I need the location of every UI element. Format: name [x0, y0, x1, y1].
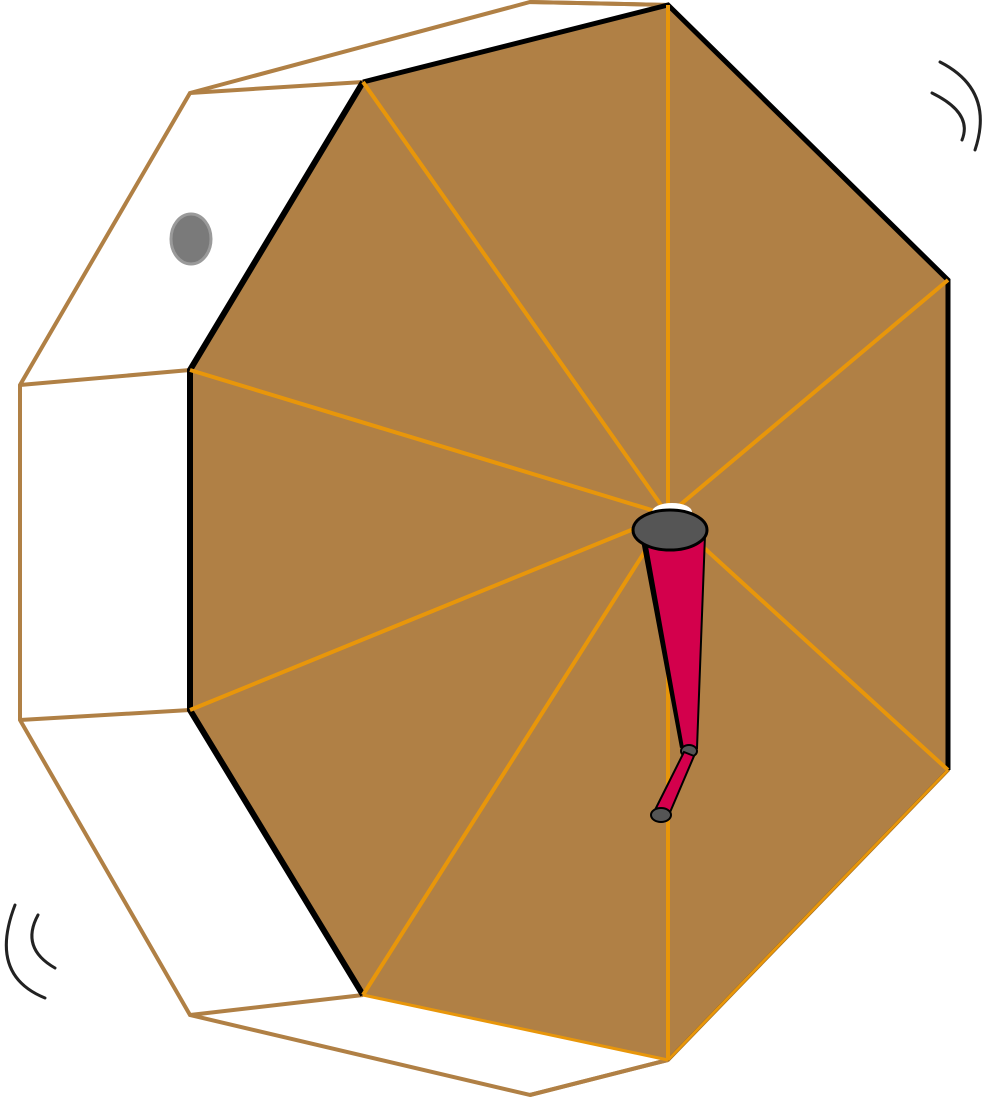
side-edge — [529, 0, 669, 7]
rim-edge-left — [187, 80, 366, 997]
spoke — [666, 513, 950, 772]
side-edge — [529, 1058, 669, 1097]
motion-lines-icon — [4, 60, 982, 1000]
spoke — [361, 80, 670, 517]
motion-line-top-outer — [938, 60, 982, 152]
wheel-spokes — [189, 5, 950, 1060]
face-edge — [362, 993, 669, 1062]
drum-front-face — [190, 5, 948, 1060]
side-edge — [19, 708, 191, 722]
crank-hub — [631, 508, 709, 552]
crank-handle-icon[interactable] — [631, 503, 709, 823]
spoke — [189, 368, 669, 517]
motion-line-bottom-inner — [30, 913, 57, 970]
motion-line-bottom-outer — [4, 903, 47, 1000]
motion-line-top-inner — [930, 91, 966, 142]
face-edge — [666, 768, 950, 1062]
side-edge — [189, 80, 364, 95]
side-edge — [189, 993, 364, 1017]
crank-knob-end — [650, 807, 672, 823]
peg-hole-icon — [169, 212, 213, 266]
spoke — [666, 278, 950, 517]
rim-edge-top — [362, 2, 951, 770]
side-edge — [19, 368, 191, 387]
spoke — [361, 513, 670, 997]
spoke — [189, 513, 669, 712]
